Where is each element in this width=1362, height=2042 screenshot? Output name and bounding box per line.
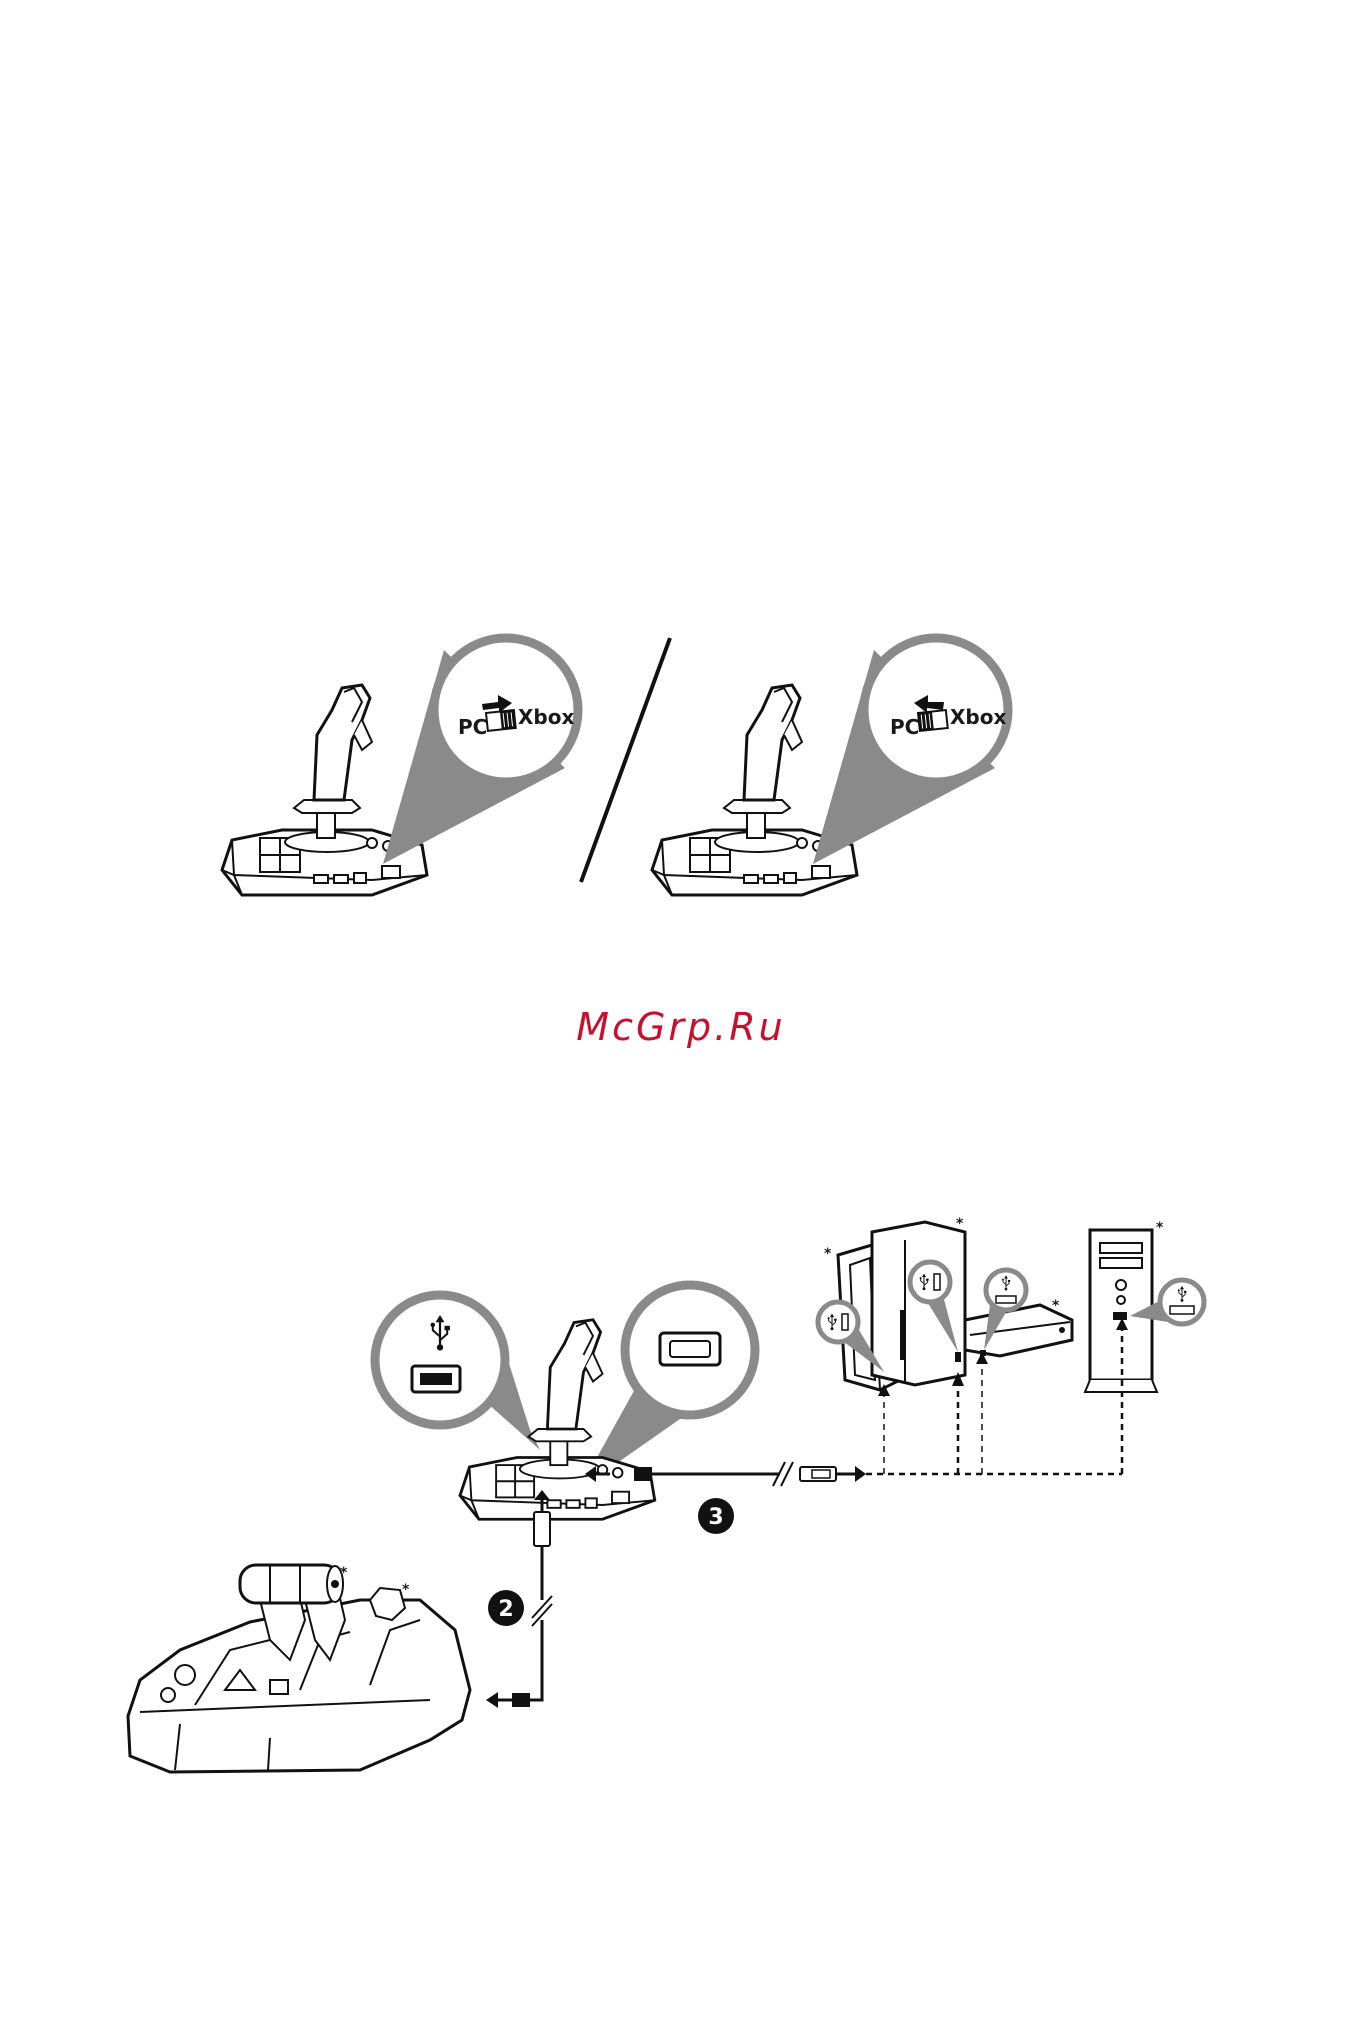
divider-slash (581, 638, 670, 882)
asterisk-throttle-2: * (402, 1582, 410, 1598)
joystick-xbox-mode (652, 685, 857, 895)
xbox-label-left: Xbox (518, 705, 574, 729)
pc-label-right: PC (890, 715, 919, 739)
throttle-icon: * * (128, 1565, 470, 1772)
step-3-badge: 3 (698, 1498, 734, 1534)
magnifier-usb (375, 1295, 505, 1425)
asterisk-xbox-s: * (824, 1246, 832, 1262)
xbox-label-right: Xbox (950, 705, 1006, 729)
usb-c-port-icon (660, 1333, 720, 1365)
asterisk-xbox-one: * (1052, 1298, 1060, 1314)
switch-toggle-icon-right (918, 710, 948, 731)
step-2-label: 2 (498, 1597, 513, 1622)
usb-port-icon (412, 1366, 460, 1392)
step-2-badge: 2 (488, 1590, 524, 1626)
joystick-pc-mode (222, 685, 427, 895)
asterisk-pc: * (1156, 1220, 1164, 1236)
connection-panel: 3 2 (128, 1216, 1204, 1772)
watermark: McGrp.Ru (0, 1005, 1362, 1049)
pc-label-left: PC (458, 715, 487, 739)
asterisk-xbox-x: * (956, 1216, 964, 1232)
asterisk-throttle-1: * (340, 1565, 348, 1581)
step-3-label: 3 (708, 1505, 723, 1530)
switch-panel: PC Xbox PC Xbox (222, 638, 1008, 895)
switch-toggle-icon-left (486, 710, 516, 731)
